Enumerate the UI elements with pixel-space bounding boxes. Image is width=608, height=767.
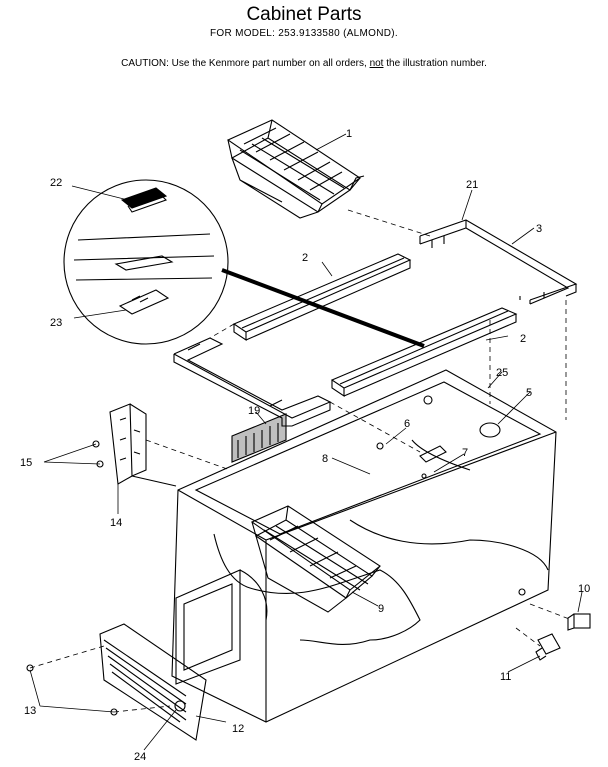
part-11-drain [535, 633, 561, 661]
caution-note: CAUTION: Use the Kenmore part number on … [0, 58, 608, 69]
callout-9: 9 [378, 603, 384, 615]
callout-13: 13 [24, 705, 36, 717]
callout-5: 5 [526, 387, 532, 399]
callout-6: 6 [404, 418, 410, 430]
callout-labels: 1 2 2 3 5 6 7 8 9 10 11 12 13 14 15 19 2… [20, 128, 590, 763]
callout-10: 10 [578, 583, 590, 595]
callout-21: 21 [466, 179, 478, 191]
callout-19: 19 [248, 405, 260, 417]
part-10-cap [567, 613, 591, 631]
cabinet-body [171, 369, 557, 723]
part-2-rail-lower [330, 307, 518, 398]
page-title: Cabinet Parts [246, 4, 362, 25]
part-19-vent [231, 413, 287, 463]
callout-2-upper: 2 [302, 252, 308, 264]
callout-25: 25 [496, 367, 508, 379]
callout-22: 22 [50, 177, 62, 189]
leader-lines [29, 133, 583, 751]
caution-prefix: CAUTION: Use the Kenmore part number on … [121, 58, 370, 69]
callout-7: 7 [462, 447, 468, 459]
callout-24: 24 [134, 751, 146, 763]
callout-1: 1 [346, 128, 352, 140]
callout-11: 11 [500, 671, 511, 683]
part-12-grille [99, 623, 207, 741]
part-9-basket [250, 505, 381, 613]
callout-12: 12 [232, 723, 244, 735]
part-3-rail [419, 219, 578, 305]
part-14-hinge [109, 403, 177, 487]
part-2-rail-upper [232, 253, 412, 342]
part-left-rail [173, 337, 332, 427]
caution-not: not [369, 58, 384, 69]
detail-magnifier [63, 179, 425, 348]
callout-15: 15 [20, 457, 32, 469]
model-subtitle: FOR MODEL: 253.9133580 (ALMOND). [210, 28, 398, 39]
part-1-basket [226, 119, 365, 219]
guide-lines [29, 209, 573, 713]
callout-3: 3 [536, 223, 542, 235]
caution-suffix: the illustration number. [383, 58, 487, 69]
callout-23: 23 [50, 317, 62, 329]
callout-2-lower: 2 [520, 333, 526, 345]
callout-8: 8 [322, 453, 328, 465]
callout-14: 14 [110, 517, 122, 529]
